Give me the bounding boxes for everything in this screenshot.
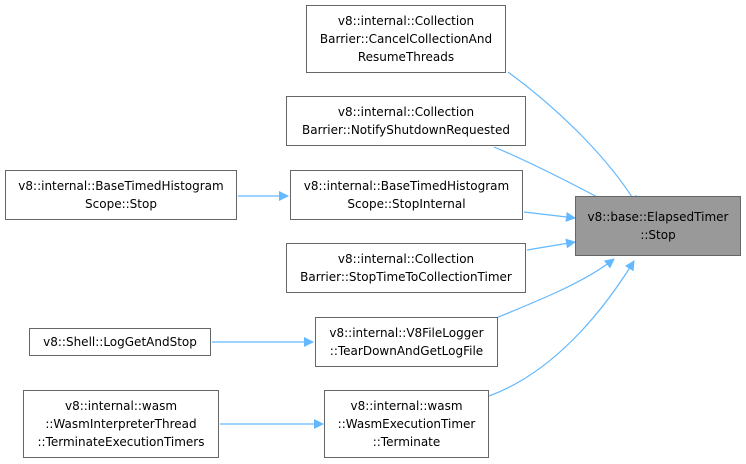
node-elapsed-timer-stop: v8::base::ElapsedTimer ::Stop (575, 196, 741, 256)
node-label-line: v8::internal::wasm (64, 399, 178, 413)
node-label-line: ResumeThreads (357, 50, 455, 64)
node-label-line: ::WasmInterpreterThread (45, 417, 197, 431)
node-label-line: v8::internal::Collection (337, 105, 475, 119)
node-label-line: v8::internal::BaseTimedHistogram (18, 179, 224, 193)
edge-cancel-collection-to-target (507, 71, 638, 206)
node-label-line: v8::internal::wasm (350, 399, 463, 413)
node-log-get-and-stop[interactable]: v8::Shell::LogGetAndStop (29, 328, 211, 356)
node-notify-shutdown-requested[interactable]: v8::internal::Collection Barrier::Notify… (286, 96, 526, 146)
node-label-line: ::Stop (640, 228, 676, 242)
node-scope-stop[interactable]: v8::internal::BaseTimedHistogram Scope::… (5, 170, 237, 220)
node-label-line: ::WasmExecutionTimer (337, 417, 476, 431)
node-label-line: v8::internal::Collection (337, 14, 475, 28)
node-scope-stop-internal[interactable]: v8::internal::BaseTimedHistogram Scope::… (290, 170, 523, 220)
node-label-line: v8::base::ElapsedTimer (587, 210, 729, 224)
node-label-line: Scope::StopInternal (347, 197, 466, 211)
node-label-line: ::TearDownAndGetLogFile (329, 344, 484, 358)
node-label-line: Barrier::NotifyShutdownRequested (302, 123, 510, 137)
node-label-line: v8::Shell::LogGetAndStop (43, 335, 197, 349)
node-label-line: ::Terminate (372, 435, 441, 449)
node-label-line: Scope::Stop (85, 197, 157, 211)
node-wasm-execution-timer-terminate[interactable]: v8::internal::wasm ::WasmExecutionTimer … (324, 390, 489, 458)
node-label-line: Barrier::CancelCollectionAnd (319, 32, 493, 46)
edge-stop-time-to-collection-to-target (526, 238, 576, 251)
node-stop-time-to-collection-timer[interactable]: v8::internal::Collection Barrier::StopTi… (286, 243, 526, 293)
node-label-line: v8::internal::BaseTimedHistogram (303, 179, 510, 193)
edge-wasm-terminate-to-target (488, 260, 635, 397)
node-label-line: Barrier::StopTimeToCollectionTimer (300, 270, 512, 284)
node-cancel-collection-and-resume-threads[interactable]: v8::internal::Collection Barrier::Cancel… (306, 5, 506, 73)
node-teardown-and-get-log-file[interactable]: v8::internal::V8FileLogger ::TearDownAnd… (315, 317, 498, 367)
node-label-line: v8::internal::Collection (337, 252, 475, 266)
node-label-line: v8::internal::V8FileLogger (329, 326, 484, 340)
node-label-line: ::TerminateExecutionTimers (37, 435, 205, 449)
node-wasm-interpreter-terminate-timers[interactable]: v8::internal::wasm ::WasmInterpreterThre… (23, 390, 219, 458)
edge-stop-internal-to-target (523, 211, 576, 222)
edge-teardown-to-target (495, 258, 615, 319)
